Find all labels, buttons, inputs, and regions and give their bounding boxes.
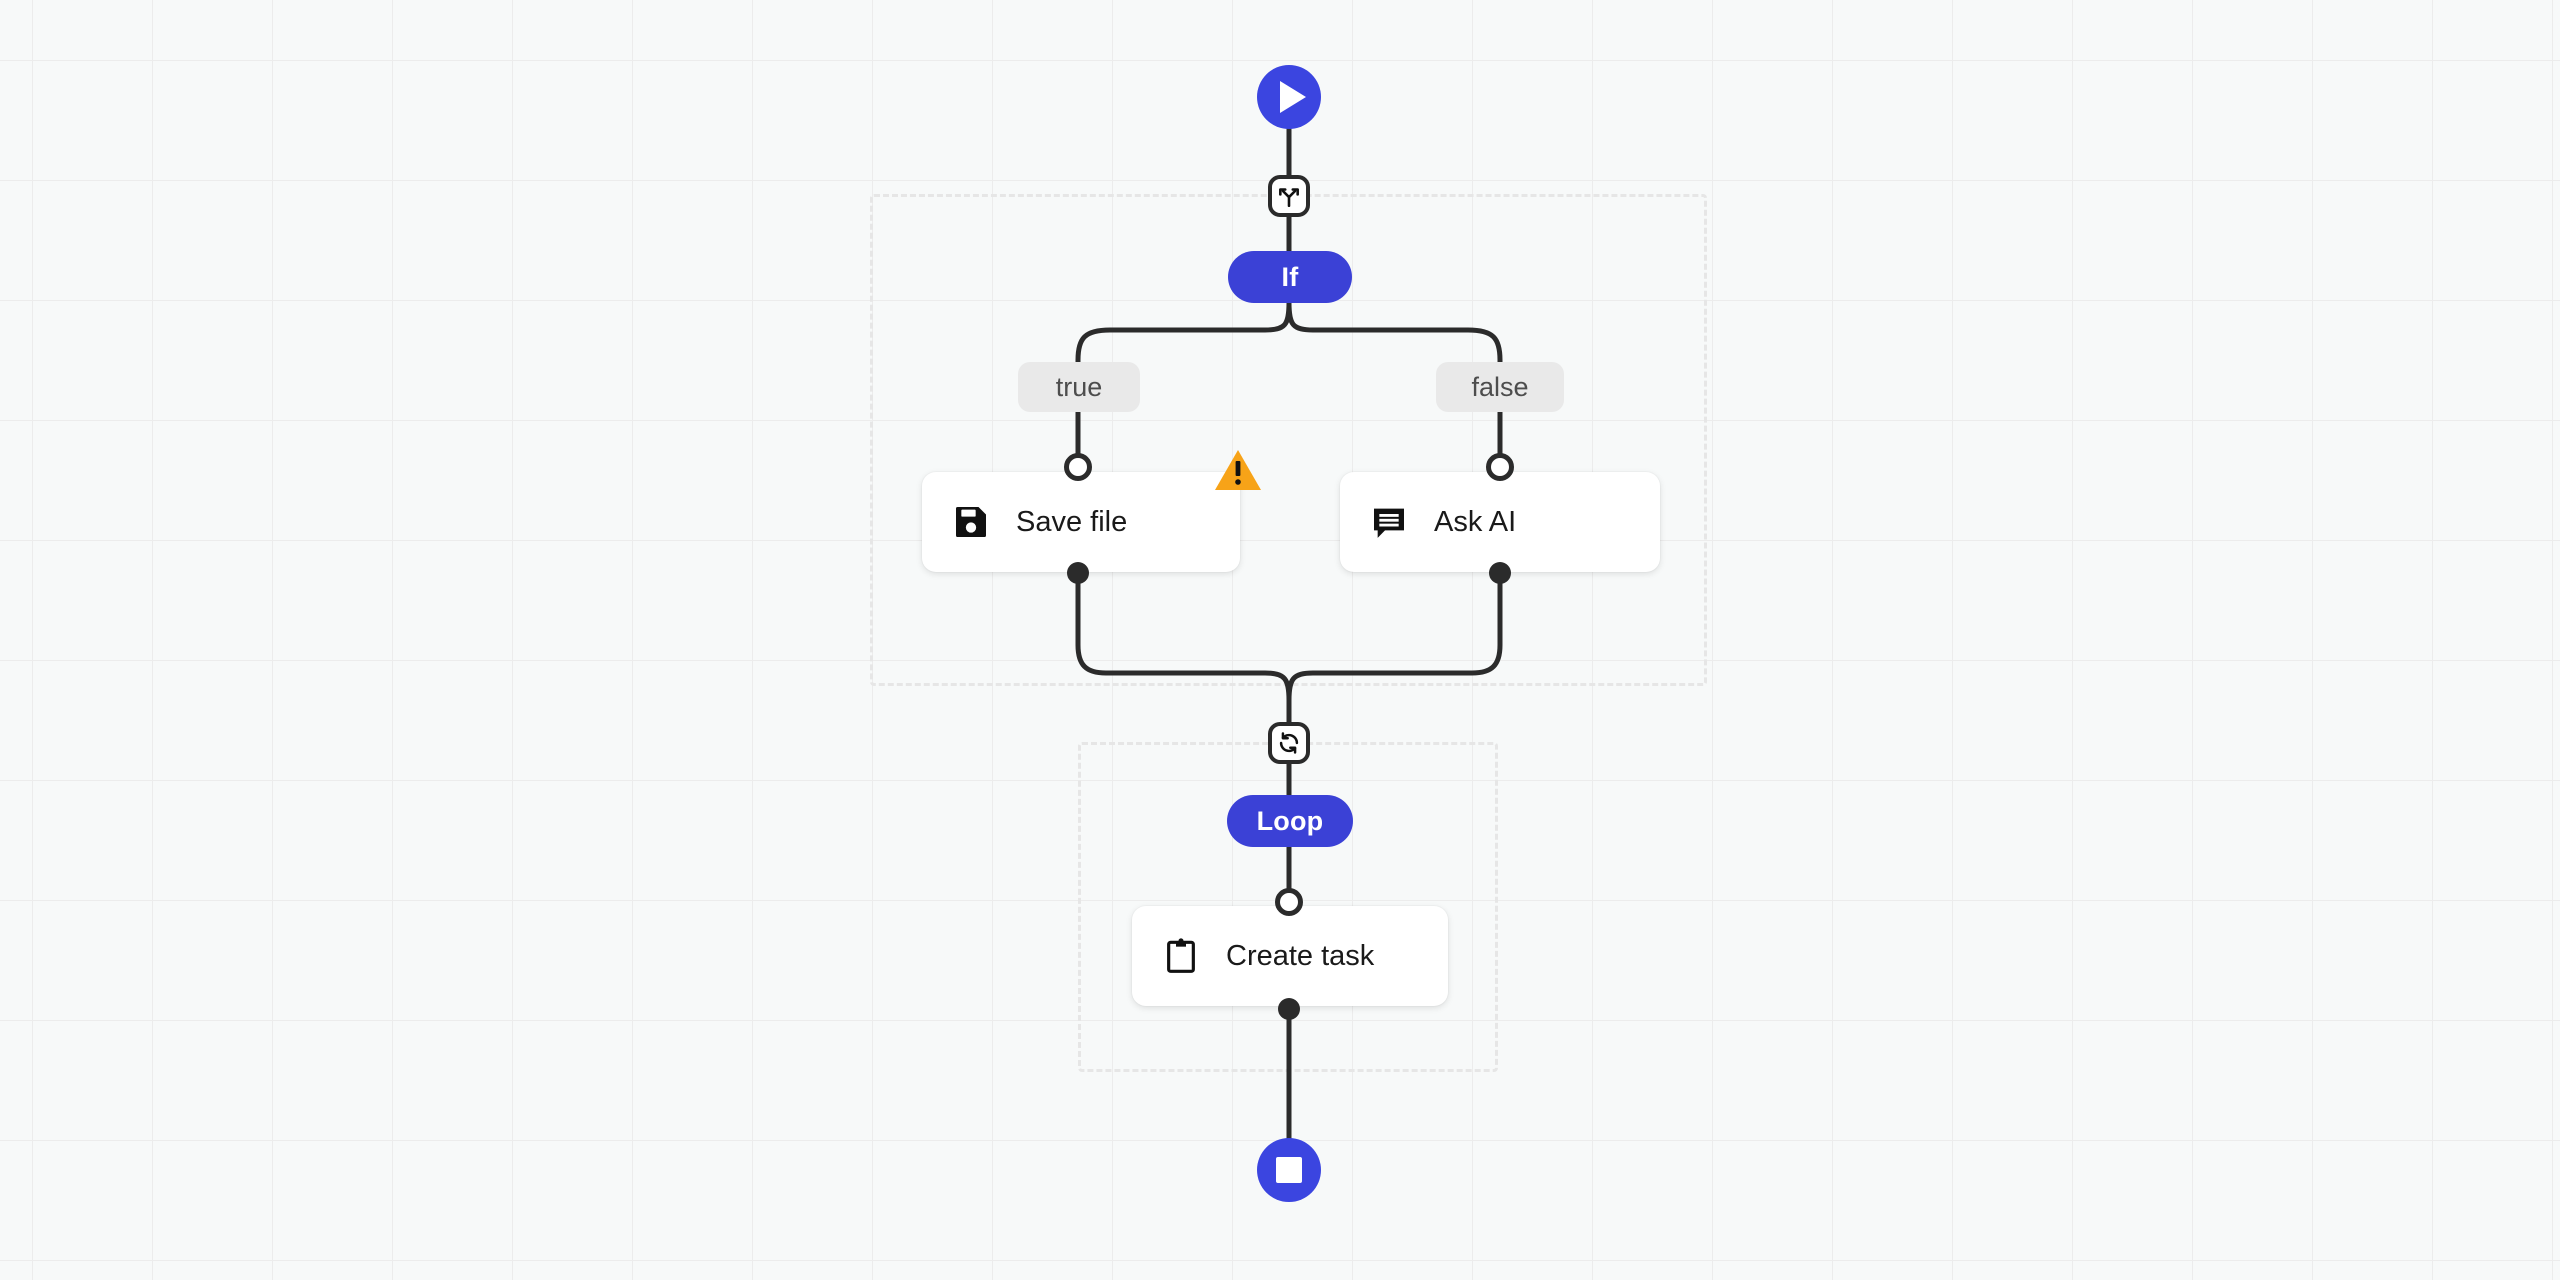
node-card-save-file[interactable]: Save file xyxy=(922,472,1240,572)
stop-icon xyxy=(1276,1157,1302,1183)
loop-marker[interactable] xyxy=(1268,722,1310,764)
chat-bubble-icon xyxy=(1366,499,1412,545)
node-card-ask-ai-label: Ask AI xyxy=(1434,505,1517,538)
loop-node-label: Loop xyxy=(1256,805,1324,836)
loop-node[interactable]: Loop xyxy=(1227,795,1353,847)
end-node[interactable] xyxy=(1257,1138,1321,1202)
input-port-create-task[interactable] xyxy=(1275,888,1303,916)
output-port-create-task[interactable] xyxy=(1278,998,1300,1020)
node-card-save-file-label: Save file xyxy=(1016,505,1128,538)
start-node[interactable] xyxy=(1257,65,1321,129)
output-port-ask-ai[interactable] xyxy=(1489,562,1511,584)
play-icon xyxy=(1279,81,1306,113)
warning-badge-save-file[interactable] xyxy=(1214,448,1262,492)
branch-label-true[interactable]: true xyxy=(1018,362,1140,412)
node-card-ask-ai[interactable]: Ask AI xyxy=(1340,472,1660,572)
output-port-save-file[interactable] xyxy=(1067,562,1089,584)
warning-triangle-icon xyxy=(1215,450,1261,490)
branch-marker[interactable] xyxy=(1268,175,1310,217)
if-node-label: If xyxy=(1281,261,1299,292)
loop-refresh-icon xyxy=(1279,732,1299,754)
input-port-save-file[interactable] xyxy=(1064,453,1092,481)
node-card-create-task[interactable]: Create task xyxy=(1132,906,1448,1006)
node-card-create-task-label: Create task xyxy=(1226,939,1375,972)
if-node[interactable]: If xyxy=(1228,251,1352,303)
branch-label-false-text: false xyxy=(1471,371,1529,402)
floppy-disk-icon xyxy=(948,499,994,545)
branch-label-false[interactable]: false xyxy=(1436,362,1564,412)
branch-label-true-text: true xyxy=(1055,371,1103,402)
clipboard-icon xyxy=(1158,933,1204,979)
input-port-ask-ai[interactable] xyxy=(1486,453,1514,481)
branch-split-icon xyxy=(1279,188,1299,208)
